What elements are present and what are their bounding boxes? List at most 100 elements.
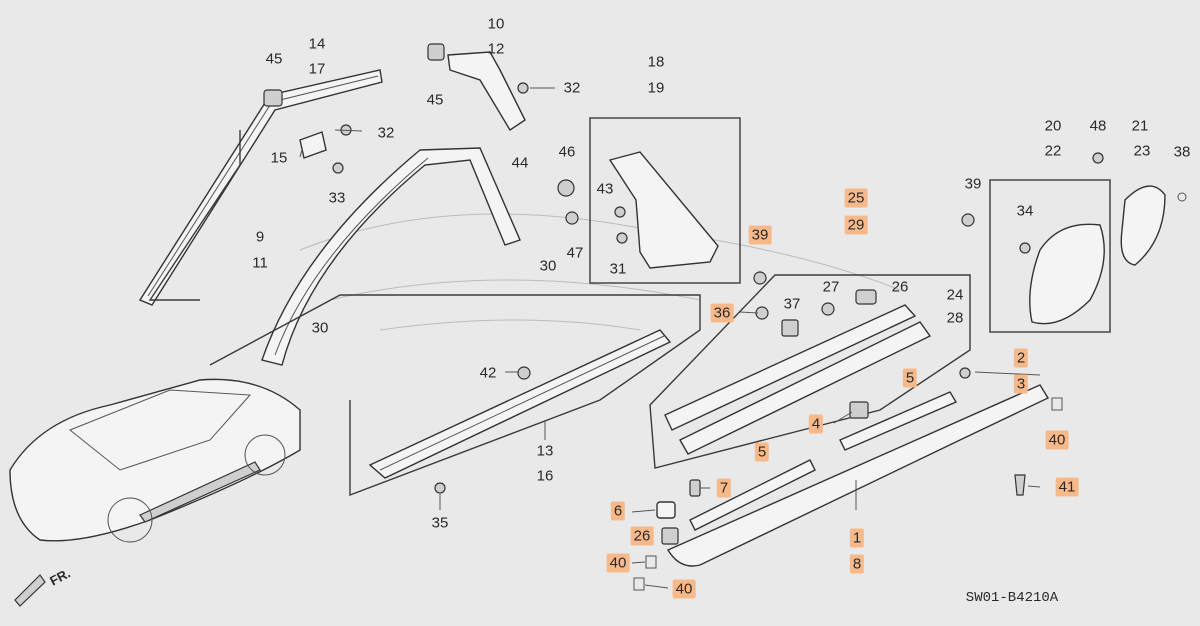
quarter-window-part <box>608 151 719 269</box>
part-label: 42 <box>479 364 497 382</box>
part-label-highlighted: 7 <box>716 478 732 498</box>
part-label: 32 <box>563 79 581 97</box>
part-label: 44 <box>511 154 529 172</box>
screw-part <box>614 206 626 218</box>
clip-part <box>855 289 877 305</box>
part-label: 30 <box>311 319 329 337</box>
part-label-highlighted: 8 <box>849 554 865 574</box>
screw-part <box>517 82 529 94</box>
clip-part <box>961 213 975 227</box>
a-pillar-moulding-part <box>447 51 526 131</box>
part-label: 23 <box>1133 142 1151 160</box>
side-sill-garnish-part <box>666 384 1050 567</box>
part-label: 20 <box>1044 117 1062 135</box>
part-label: 27 <box>822 278 840 296</box>
group-box <box>989 179 1111 333</box>
part-label: 9 <box>255 228 265 246</box>
clip-part <box>821 302 835 316</box>
part-label: 38 <box>1173 143 1191 161</box>
part-label: 46 <box>558 143 576 161</box>
side-sill-highlight <box>139 461 261 523</box>
part-label: 21 <box>1131 117 1149 135</box>
side-sill-garnish-part <box>689 459 816 531</box>
clip-part <box>781 319 799 337</box>
part-label-highlighted: 4 <box>808 414 824 434</box>
clip-part <box>645 555 657 569</box>
part-label: 48 <box>1089 117 1107 135</box>
clip-part <box>1092 152 1104 164</box>
clip-part <box>1051 397 1063 411</box>
clip-part <box>689 479 701 497</box>
side-sill-moulding-part <box>679 321 932 455</box>
clip-part <box>959 367 971 379</box>
part-label: 33 <box>328 189 346 207</box>
clip-part <box>633 577 645 591</box>
clip-part <box>656 501 676 519</box>
part-label: 43 <box>596 180 614 198</box>
screw-part <box>616 232 628 244</box>
part-label: 14 <box>308 35 326 53</box>
part-label: 34 <box>1016 202 1034 220</box>
clip-part <box>753 271 767 285</box>
part-label-highlighted: 1 <box>849 528 865 548</box>
intake-grille-part <box>1120 185 1166 266</box>
clip-part <box>299 131 327 159</box>
diagram-code: SW01-B4210A <box>965 590 1059 606</box>
part-label: 16 <box>536 467 554 485</box>
clip-part <box>1014 474 1026 496</box>
part-label: 26 <box>891 278 909 296</box>
group-bracket <box>209 294 701 497</box>
clip-part <box>263 89 283 107</box>
background-car-outline <box>299 213 901 331</box>
part-label: 45 <box>426 91 444 109</box>
part-label: 15 <box>270 149 288 167</box>
screw-part <box>434 482 446 494</box>
screw-part <box>1019 242 1031 254</box>
part-label-highlighted: 6 <box>610 501 626 521</box>
part-label: 22 <box>1044 142 1062 160</box>
group-bracket <box>649 274 971 469</box>
clip-part <box>557 179 575 197</box>
part-label-highlighted: 40 <box>1045 430 1069 450</box>
part-label: 37 <box>783 295 801 313</box>
part-label-highlighted: 26 <box>630 526 654 546</box>
clip-part <box>517 366 531 380</box>
part-label: 30 <box>539 257 557 275</box>
clip-part <box>565 211 579 225</box>
part-label: 11 <box>252 254 268 272</box>
part-label: 45 <box>265 50 283 68</box>
part-label: 31 <box>609 260 627 278</box>
part-label: 17 <box>308 60 326 78</box>
side-sill-garnish-part <box>839 391 958 451</box>
part-label: 24 <box>946 286 964 304</box>
part-label-highlighted: 2 <box>1013 348 1029 368</box>
part-label: 18 <box>647 53 665 71</box>
clip-part <box>849 401 869 419</box>
clip-part <box>1177 192 1187 202</box>
clip-part <box>661 527 679 545</box>
part-label-highlighted: 5 <box>902 368 918 388</box>
side-sill-moulding-part <box>664 304 917 431</box>
side-intake-part <box>1029 223 1105 325</box>
leader-lines <box>299 87 1041 589</box>
part-label: 39 <box>964 175 982 193</box>
part-label: 32 <box>377 124 395 142</box>
part-label: 10 <box>487 15 505 33</box>
part-label: 19 <box>647 79 665 97</box>
part-label-highlighted: 25 <box>844 188 868 208</box>
part-label-highlighted: 40 <box>672 579 696 599</box>
group-box <box>589 117 741 284</box>
part-label: 13 <box>536 442 554 460</box>
part-label: 47 <box>566 244 584 262</box>
part-label: 35 <box>431 514 449 532</box>
clip-part <box>427 43 445 61</box>
group-bracket <box>148 130 241 301</box>
part-label-highlighted: 39 <box>748 225 772 245</box>
part-label-highlighted: 3 <box>1013 374 1029 394</box>
part-label: 12 <box>487 40 505 58</box>
part-label-highlighted: 29 <box>844 215 868 235</box>
pillar-frame-part <box>261 147 521 366</box>
part-label-highlighted: 40 <box>606 553 630 573</box>
